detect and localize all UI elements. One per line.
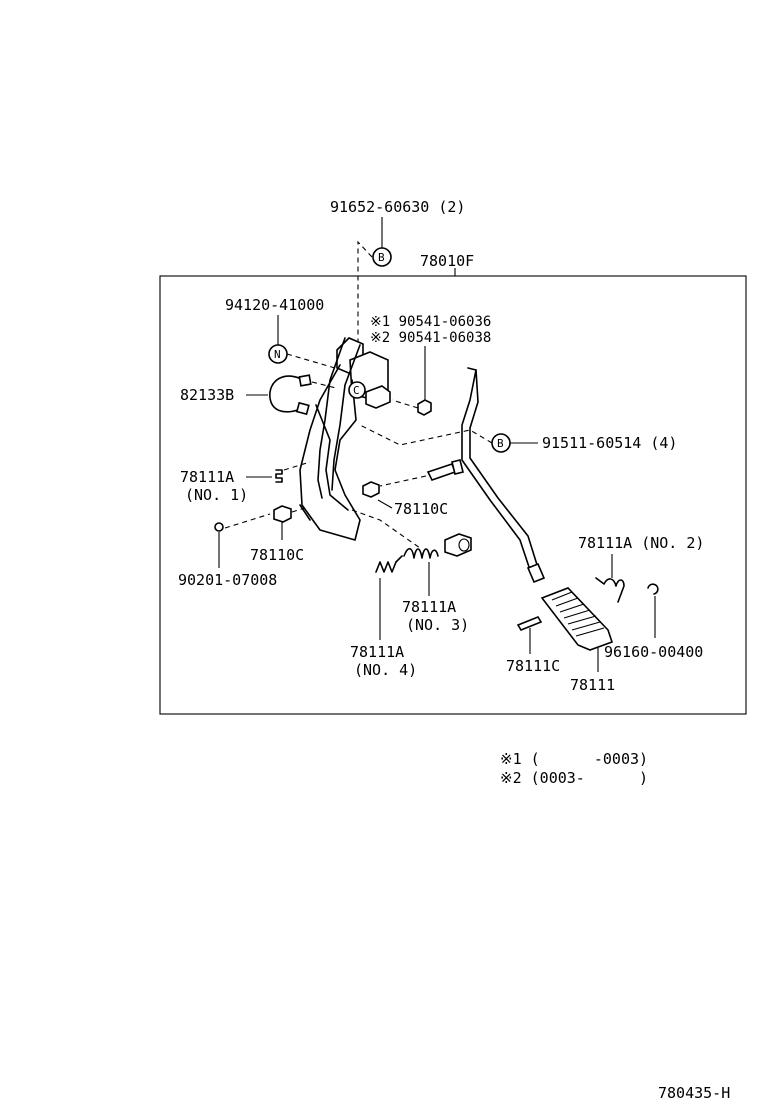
svg-text:N: N xyxy=(274,348,281,361)
pedal-arm xyxy=(317,337,346,499)
pedal-pad-78111 xyxy=(540,587,614,651)
clip-78111A-no1 xyxy=(275,469,283,483)
pedal-bracket xyxy=(299,337,391,541)
marker-b-top: B xyxy=(372,247,392,267)
label-78111A-no4-num: (NO. 4) xyxy=(354,661,417,679)
label-78111A-no3-num: (NO. 3) xyxy=(406,616,469,634)
accelerator-rod xyxy=(461,367,531,571)
marker-n: N xyxy=(268,344,288,364)
label-78111A-no1: 78111A xyxy=(180,468,234,486)
label-78110C-lower: 78110C xyxy=(250,546,304,564)
label-82133B: 82133B xyxy=(180,386,234,404)
marker-b-right: B xyxy=(491,433,511,453)
label-78010F: 78010F xyxy=(420,252,474,270)
label-78111C: 78111C xyxy=(506,657,560,675)
label-90201-07008: 90201-07008 xyxy=(178,571,277,589)
bolt xyxy=(426,462,457,481)
svg-text:B: B xyxy=(378,251,385,264)
label-78110C-upper: 78110C xyxy=(394,500,448,518)
bushing-spring xyxy=(444,533,472,557)
bushing-78110C-upper xyxy=(362,481,380,498)
clip-96160 xyxy=(647,583,659,595)
nut-90541 xyxy=(417,399,432,416)
spring-78111A-no4 xyxy=(375,561,397,573)
label-96160-00400: 96160-00400 xyxy=(604,643,703,661)
label-78111: 78111 xyxy=(570,676,615,694)
pin-78111C xyxy=(516,616,543,631)
label-91652-60630: 91652-60630 (2) xyxy=(330,198,465,216)
svg-text:B: B xyxy=(497,437,504,450)
label-90541-06038: ※2 90541-06038 xyxy=(370,330,491,346)
label-78111A-no3: 78111A xyxy=(402,598,456,616)
label-91511-60514: 91511-60514 (4) xyxy=(542,434,677,452)
label-78111A-no2: 78111A (NO. 2) xyxy=(578,534,704,552)
label-90541-06036: ※1 90541-06036 xyxy=(370,314,491,330)
bushing-78110C-lower xyxy=(273,505,292,523)
wire-harness xyxy=(269,375,304,413)
assembly-frame xyxy=(159,275,747,715)
label-78111A-no4: 78111A xyxy=(350,643,404,661)
label-94120-41000: 94120-41000 xyxy=(225,296,324,314)
spring-78111A-no2 xyxy=(595,577,625,603)
note-2: ※2 (0003- ) xyxy=(500,769,648,787)
svg-text:C: C xyxy=(353,384,360,397)
note-1: ※1 ( -0003) xyxy=(500,750,648,768)
label-78111A-no1-num: (NO. 1) xyxy=(185,486,248,504)
figure-id: 780435-H xyxy=(658,1084,730,1102)
marker-c: C xyxy=(348,381,366,399)
washer-90201 xyxy=(214,522,224,532)
spring-78111A-no3 xyxy=(403,547,439,559)
